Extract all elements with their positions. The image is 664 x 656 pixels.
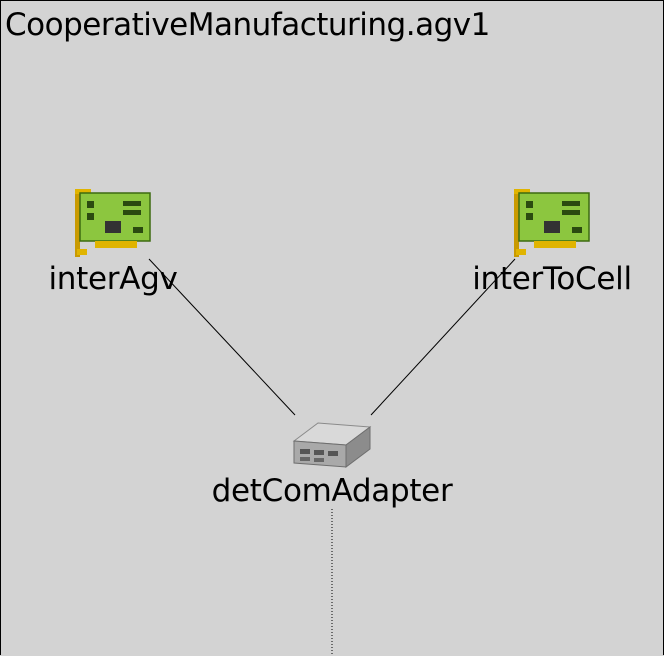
device-box-icon[interactable]	[292, 413, 374, 471]
connection-intertocell-detcomadapter[interactable]	[370, 258, 516, 416]
connection-interagv-detcomadapter[interactable]	[148, 258, 296, 416]
node-label-detcomadapter: detComAdapter	[211, 473, 453, 509]
network-card-icon[interactable]	[512, 187, 592, 259]
node-label-intertocell: interToCell	[472, 261, 632, 297]
network-card-icon[interactable]	[73, 187, 153, 259]
node-label-interagv: interAgv	[48, 261, 178, 297]
module-title: CooperativeManufacturing.agv1	[5, 7, 490, 43]
